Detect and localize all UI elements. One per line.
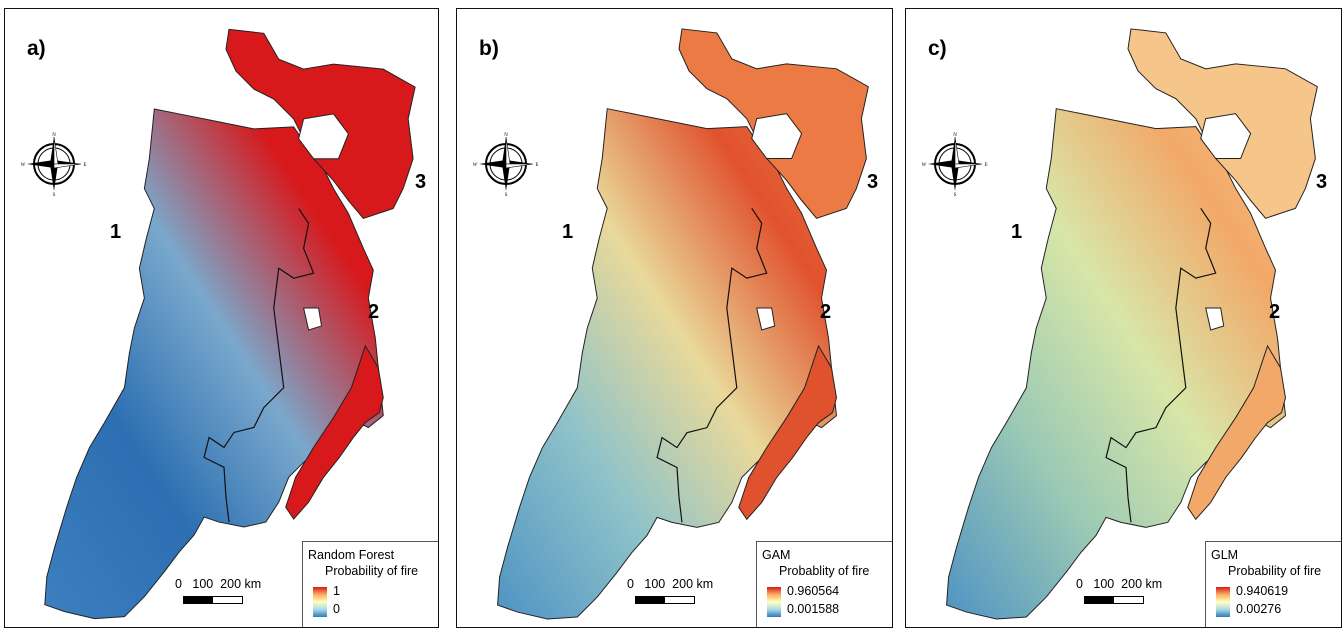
zone-boundary-line: [1105, 208, 1217, 523]
legend-max-value: 1: [333, 584, 340, 598]
water-body: [1205, 307, 1225, 331]
svg-text:S: S: [53, 193, 56, 197]
water-body: [298, 113, 349, 160]
north-arrow-compass-icon: N S E W: [922, 133, 988, 197]
svg-text:E: E: [535, 163, 538, 168]
scale-bar-graphic: [183, 596, 243, 604]
svg-text:N: N: [52, 133, 56, 138]
legend-max-value: 0.940619: [1236, 584, 1289, 598]
mainland-region: [497, 108, 837, 620]
svg-text:E: E: [83, 163, 86, 168]
region-label-3: 3: [1316, 171, 1328, 193]
svg-text:W: W: [21, 163, 26, 168]
svg-text:W: W: [473, 163, 478, 168]
legend-min-value: 0.00276: [1236, 602, 1282, 616]
legend: GLM Probability of fire 0.940619 0.00276: [1205, 541, 1341, 627]
zone-boundary-line: [203, 208, 315, 523]
legend-max-value: 0.960564: [787, 584, 840, 598]
svg-text:W: W: [922, 163, 927, 168]
fire-probability-map: [946, 28, 1318, 620]
svg-text:S: S: [954, 193, 957, 197]
mainland-region: [44, 108, 384, 620]
scale-bar: 0 100 200 km: [627, 577, 757, 617]
water-body: [302, 307, 323, 331]
eastern-strip: [738, 344, 837, 521]
scale-bar-graphic: [1084, 596, 1144, 604]
water-body: [1200, 113, 1252, 160]
scale-bar-label: 0 100 200 km: [1076, 577, 1163, 591]
legend-subtitle: Probability of fire: [1228, 564, 1322, 578]
region-label-2: 2: [1269, 301, 1281, 323]
water-body: [756, 307, 776, 331]
region-label-2: 2: [820, 301, 832, 323]
region-label-1: 1: [562, 221, 574, 243]
legend-color-ramp: [1216, 587, 1230, 617]
legend-title: Random Forest: [308, 548, 395, 562]
fire-probability-map: [44, 28, 416, 620]
north-arrow-compass-icon: N S E W: [473, 133, 539, 197]
map-panel-b: b) 1 2 3 N S E W 0 100 200 km GAM Probablity of fi…: [456, 8, 893, 628]
scale-bar-label: 0 100 200 km: [175, 577, 262, 591]
region-label-3: 3: [415, 171, 427, 193]
eastern-strip: [285, 344, 384, 520]
zone-boundary-line: [656, 208, 768, 523]
scale-bar: 0 100 200 km: [1076, 577, 1206, 617]
scale-bar-label: 0 100 200 km: [627, 577, 714, 591]
region-label-1: 1: [110, 221, 122, 243]
legend-subtitle: Probablity of fire: [779, 564, 870, 578]
north-arrow-compass-icon: N S E W: [21, 133, 87, 197]
svg-text:N: N: [953, 133, 957, 138]
panel-label: a): [27, 37, 46, 60]
eastern-strip: [1187, 344, 1286, 521]
svg-text:E: E: [984, 163, 987, 168]
legend-color-ramp: [313, 587, 327, 617]
svg-text:N: N: [504, 133, 508, 138]
region-label-2: 2: [368, 301, 380, 323]
legend-title: GAM: [762, 548, 791, 562]
region-label-3: 3: [867, 171, 879, 193]
legend-subtitle: Probability of fire: [325, 564, 419, 578]
fire-probability-map: [497, 28, 869, 620]
panel-label: b): [479, 37, 499, 60]
panel-label: c): [928, 37, 947, 60]
svg-text:S: S: [505, 193, 508, 197]
region-label-1: 1: [1011, 221, 1023, 243]
mainland-region: [946, 108, 1286, 620]
legend: GAM Probablity of fire 0.960564 0.001588: [756, 541, 892, 627]
water-body: [751, 113, 803, 160]
legend-title: GLM: [1211, 548, 1239, 562]
legend-color-ramp: [767, 587, 781, 617]
legend-min-value: 0.001588: [787, 602, 840, 616]
scale-bar: 0 100 200 km: [175, 577, 305, 617]
map-panel-c: c) 1 2 3 N S E W 0 100 200 km GLM Probability of f…: [905, 8, 1342, 628]
legend-min-value: 0: [333, 602, 340, 616]
scale-bar-graphic: [635, 596, 695, 604]
